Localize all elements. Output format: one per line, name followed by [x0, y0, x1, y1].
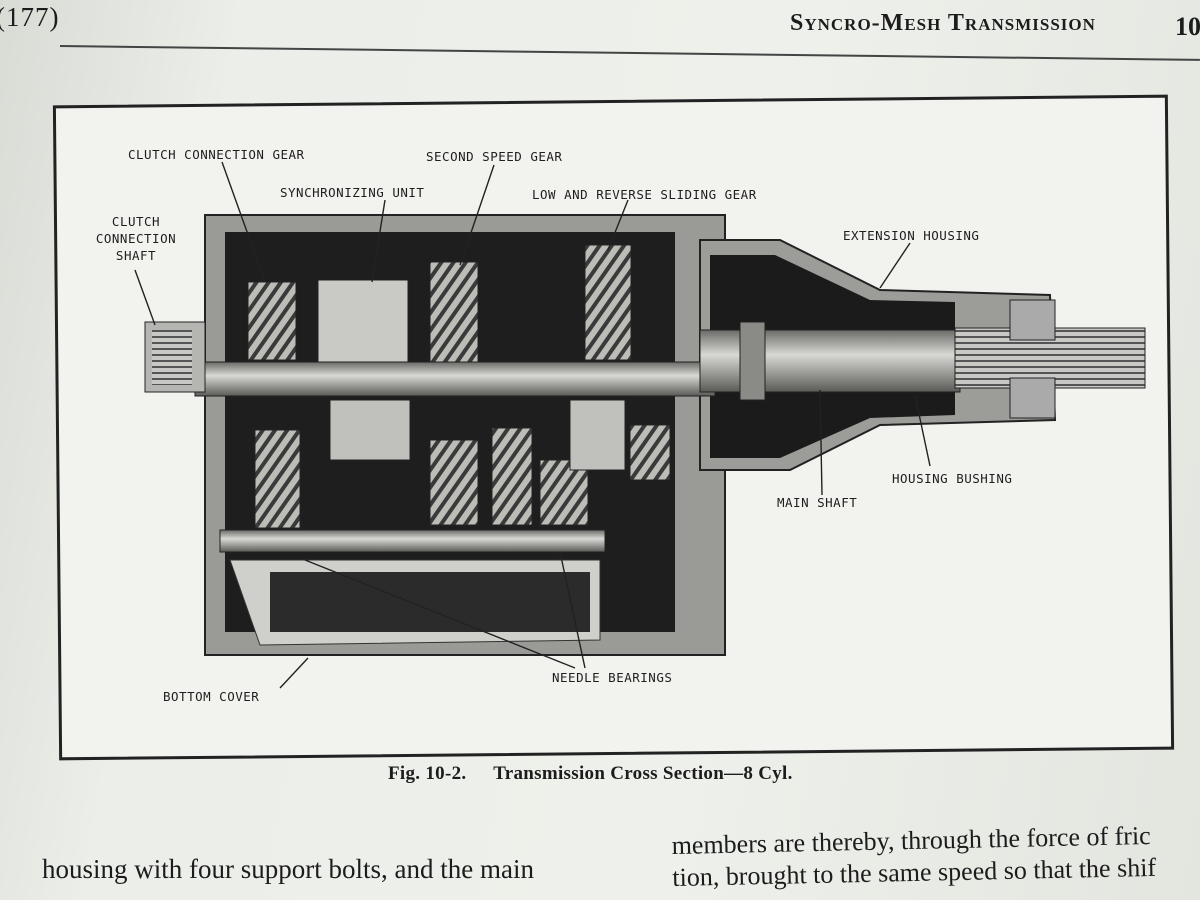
running-title: Syncro-Mesh Transmission [790, 10, 1096, 36]
countershaft [219, 529, 606, 553]
chapter-number: 10 [1175, 12, 1200, 41]
label-main-shaft: MAIN SHAFT [777, 495, 858, 510]
label-line: CONNECTION [95, 231, 177, 246]
label-synchronizing-unit: SYNCHRONIZING UNIT [280, 185, 425, 200]
label-bottom-cover: BOTTOM COVER [163, 689, 260, 704]
rear-bearing-bottom [1009, 377, 1056, 419]
clutch-connection-shaft [144, 321, 206, 393]
label-needle-bearings: NEEDLE BEARINGS [552, 670, 673, 685]
label-clutch-connection-gear: CLUTCH CONNECTION GEAR [128, 147, 305, 162]
label-line: SHAFT [115, 248, 157, 263]
leader-lines [134, 161, 931, 689]
label-line: CLUTCH [111, 214, 161, 229]
page-number: (177) [0, 2, 60, 32]
label-second-speed-gear: SECOND SPEED GEAR [426, 149, 563, 164]
body-text-right: members are thereby, through the force o… [671, 820, 1156, 894]
label-extension-housing: EXTENSION HOUSING [843, 228, 980, 243]
gear-train [247, 244, 671, 529]
figure-caption: Fig. 10-2. Transmission Cross Section—8 … [388, 763, 793, 785]
figure-title: Transmission Cross Section—8 Cyl. [493, 763, 793, 784]
figure-number: Fig. 10-2. [388, 763, 467, 784]
rear-bearing-top [1009, 299, 1056, 341]
label-housing-bushing: HOUSING BUSHING [892, 471, 1013, 486]
label-low-reverse-sliding-gear: LOW AND REVERSE SLIDING GEAR [532, 187, 757, 202]
label-clutch-connection-shaft: CLUTCH CONNECTION SHAFT [84, 213, 188, 264]
body-text-left: housing with four support bolts, and the… [42, 854, 534, 884]
